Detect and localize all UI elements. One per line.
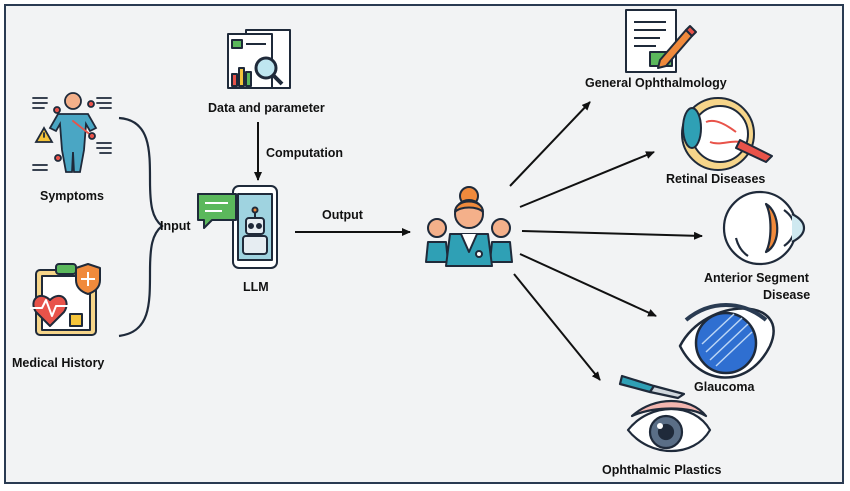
input-brace (118, 116, 164, 338)
llm-label: LLM (243, 280, 269, 294)
glaucoma-eye-icon (678, 303, 775, 379)
medical-history-icon (30, 263, 101, 336)
flow-arrows (254, 101, 703, 381)
input-label: Input (160, 219, 191, 233)
body-symptoms-icon (32, 92, 112, 173)
anterior-segment-label: Anterior Segment (704, 271, 809, 285)
retina-eye-icon (681, 97, 773, 171)
symptoms-label: Symptoms (40, 189, 104, 203)
data-report-icon (227, 29, 291, 89)
anterior-disease-label: Disease (763, 288, 811, 302)
diagram-frame (4, 4, 844, 484)
general-ophthalmology-label: General Ophthalmology (585, 76, 727, 90)
doctor-team-icon (425, 186, 513, 267)
eye-side-icon (722, 190, 806, 266)
document-pen-icon (625, 9, 697, 73)
llm-phone-robot-icon (197, 185, 278, 269)
glaucoma-label: Glaucoma (694, 380, 755, 394)
computation-label: Computation (266, 146, 344, 160)
data-parameter-label: Data and parameter (208, 101, 325, 115)
output-label: Output (322, 208, 363, 222)
medical-history-label: Medical History (12, 356, 105, 370)
eye-scalpel-icon (618, 374, 712, 452)
ophthalmic-plastics-label: Ophthalmic Plastics (602, 463, 722, 477)
retinal-diseases-label: Retinal Diseases (666, 172, 766, 186)
